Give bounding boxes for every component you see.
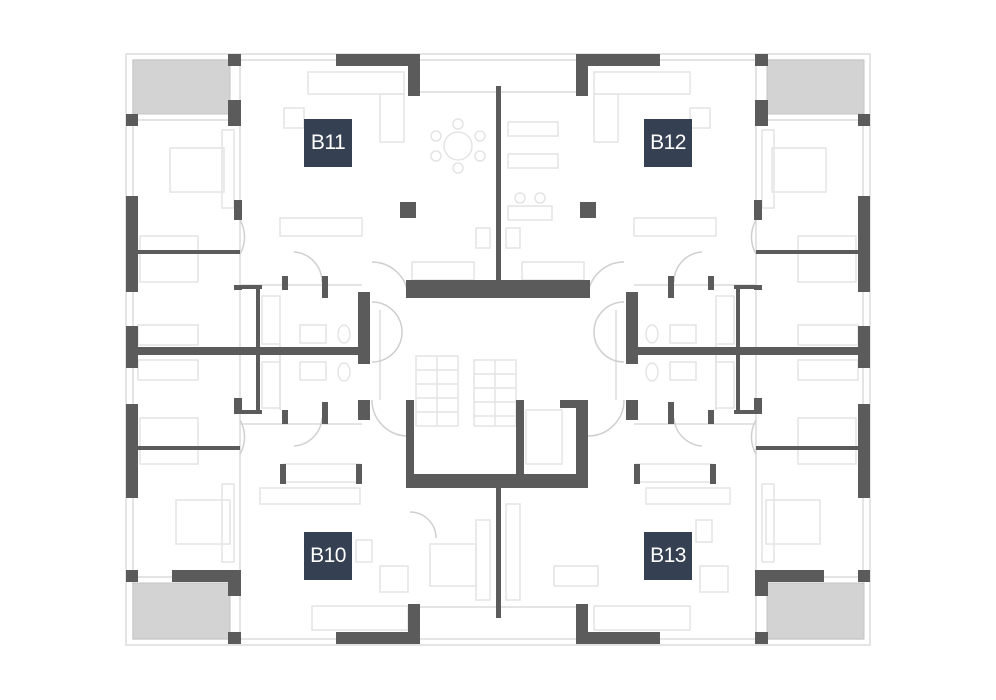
balconies bbox=[132, 59, 865, 640]
unit-label-b13[interactable]: B13 bbox=[650, 544, 686, 567]
balcony-nw bbox=[132, 59, 231, 115]
label-bg-b12 bbox=[644, 119, 692, 167]
balcony-ne bbox=[766, 59, 865, 115]
unit-label-b11[interactable]: B11 bbox=[310, 131, 346, 154]
label-bg-b13 bbox=[644, 532, 692, 580]
balcony-se bbox=[766, 582, 865, 640]
unit-label-b10[interactable]: B10 bbox=[310, 544, 346, 567]
balcony-sw bbox=[132, 582, 231, 640]
furniture bbox=[137, 71, 859, 631]
label-bg-b10 bbox=[304, 532, 352, 580]
unit-label-b12[interactable]: B12 bbox=[650, 131, 686, 154]
unit-label-backgrounds bbox=[304, 119, 692, 580]
walls bbox=[126, 54, 870, 644]
label-bg-b11 bbox=[304, 119, 352, 167]
